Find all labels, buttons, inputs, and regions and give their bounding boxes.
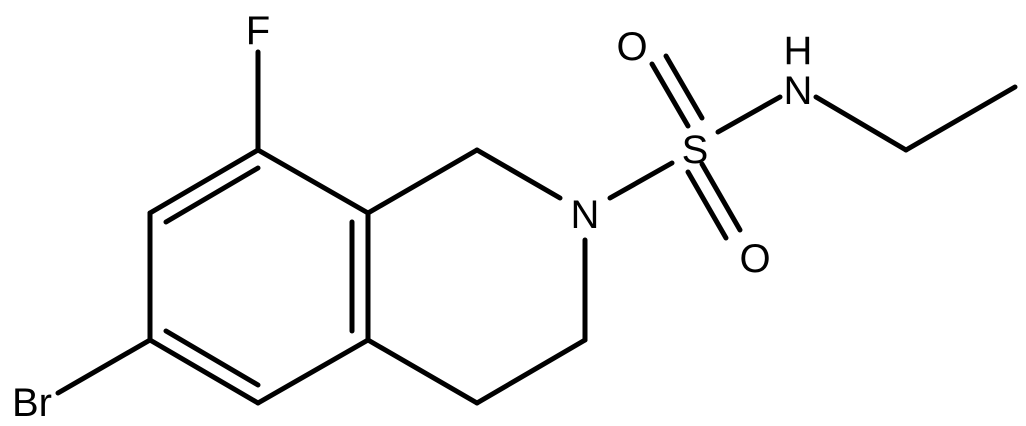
bond-c6-br	[55, 337, 153, 396]
bond-s-nh	[715, 94, 783, 135]
sulfur-label: S	[682, 128, 709, 172]
bond-c4-c4a	[365, 337, 480, 406]
bond-s-o-top-b	[663, 53, 705, 121]
bond-ch2-ch3	[903, 84, 1018, 153]
oxygen-top-label: O	[616, 25, 647, 69]
bond-c4a-c5	[255, 337, 371, 406]
bond-c7-c8	[147, 147, 261, 216]
bond-c3-c4	[474, 337, 588, 406]
amide-nitrogen-label: N	[784, 69, 813, 113]
bond-c7-c8-inner	[163, 165, 261, 225]
amide-hydrogen-label: H	[784, 29, 813, 73]
bond-s-o-bottom-b	[699, 161, 743, 233]
bond-n2-s	[607, 160, 675, 201]
ring-nitrogen-label: N	[571, 193, 600, 237]
bromine-label: Br	[12, 381, 52, 425]
bond-nh-ch2	[813, 94, 909, 153]
bond-c5-c6-inner	[163, 328, 261, 388]
bond-c8a-c1	[365, 147, 480, 216]
bond-s-o-top-a	[649, 61, 691, 129]
bond-s-o-bottom-a	[685, 169, 729, 241]
fluorine-label: F	[246, 9, 270, 53]
oxygen-bottom-label: O	[739, 237, 770, 281]
bond-c1-n2	[474, 147, 563, 201]
bond-c5-c6	[147, 337, 261, 406]
bond-c8-c8a	[255, 147, 371, 216]
